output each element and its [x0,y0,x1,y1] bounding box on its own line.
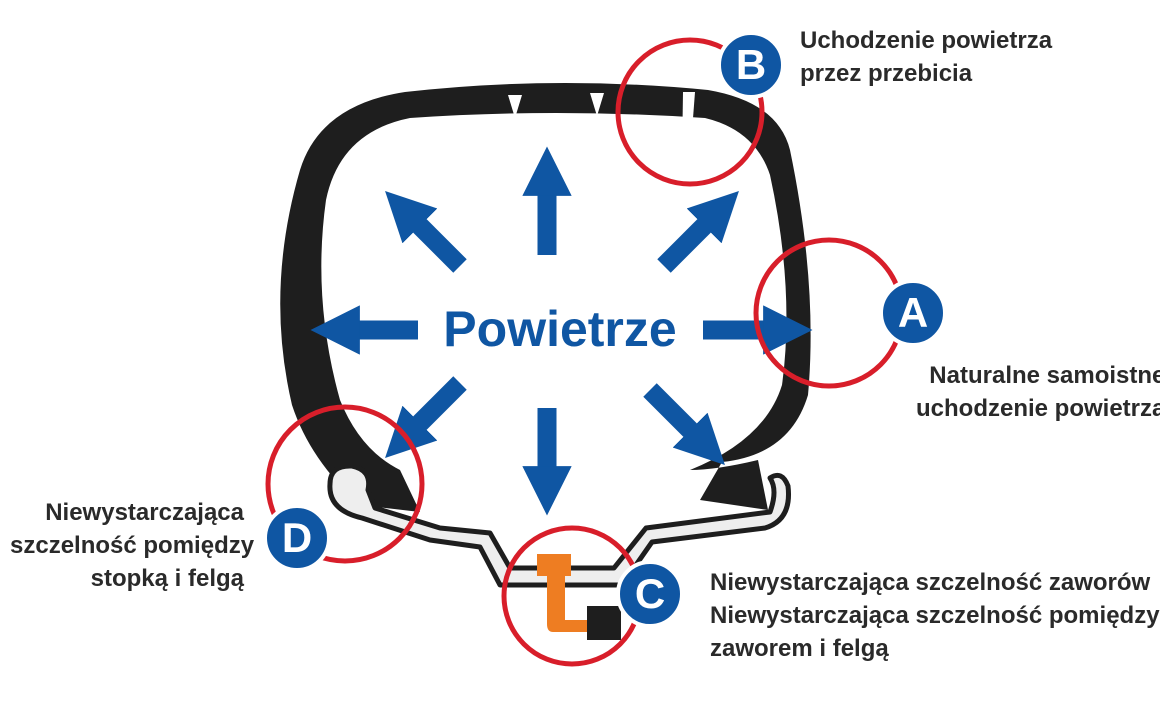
marker-circle-b [615,37,765,187]
callout-line: Naturalne samoistne [929,362,1160,389]
marker-letter-c: C [635,570,665,617]
arrow-up-left [385,191,467,273]
tread-notch [508,95,522,118]
callout-line: Uchodzenie powietrza [800,27,1053,54]
callout-c: Niewystarczająca szczelność zaworów Niew… [710,566,1160,665]
center-label: Powietrze [443,301,676,357]
arrow-down-left [385,376,467,458]
marker-badge-a: A [879,279,947,347]
marker-letter-a: A [898,289,928,336]
callout-line: uchodzenie powietrza [916,395,1160,422]
valve [537,554,621,640]
arrow-down-right [643,383,725,465]
wheel-rim [327,463,792,588]
marker-badge-c: C [616,560,684,628]
puncture-gap [682,92,695,158]
callout-line: Niewystarczająca szczelność pomiędzy [710,602,1160,629]
marker-circle-d [265,404,425,564]
callout-line: Niewystarczająca [45,499,244,526]
callout-line: szczelność pomiędzy [10,532,255,559]
marker-badge-b: B [717,31,785,99]
callout-line: zaworem i felgą [710,635,889,662]
tread-notch [590,93,604,116]
callout-a: Naturalne samoistne uchodzenie powietrza [916,359,1160,425]
callout-line: przez przebicia [800,60,973,87]
air-pressure-arrows [310,146,813,516]
marker-letter-b: B [736,41,766,88]
callout-b: Uchodzenie powietrza przez przebicia [800,24,1052,90]
marker-badge-d: D [263,504,331,572]
callout-d: Niewystarczająca szczelność pomiędzy sto… [10,496,255,595]
callout-line: Niewystarczająca szczelność zaworów [710,569,1151,596]
callout-line: stopką i felgą [90,565,244,592]
arrow-up-right [657,191,739,273]
marker-letter-d: D [282,514,312,561]
